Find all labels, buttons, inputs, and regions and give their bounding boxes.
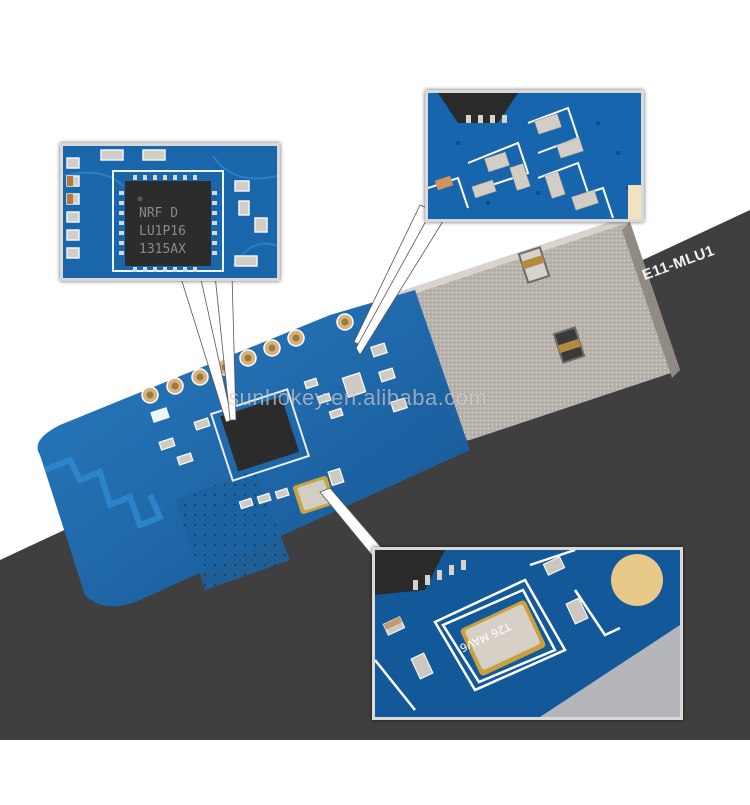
callout-lines [179, 204, 446, 566]
watermark-text: sunhokey.en.alibaba.com [228, 385, 488, 410]
chip-marking-line-1: NRF D [139, 206, 178, 221]
usb-connector [392, 216, 680, 445]
pcb-board [37, 290, 470, 607]
inset-chip-closeup: NRF D LU1P16 1315AX [60, 143, 280, 281]
crystal-closeup-svg: T26 MAV6 [375, 550, 680, 717]
chip-closeup-svg: NRF D LU1P16 1315AX [63, 146, 277, 278]
chip-marking-line-3: 1315AX [139, 242, 186, 257]
main-chip [209, 388, 311, 482]
crystal-oscillator [293, 475, 335, 515]
inset-passive-components-closeup [425, 90, 644, 222]
passives-closeup-svg [428, 93, 641, 219]
chip-marking-line-2: LU1P16 [139, 224, 186, 239]
inset-crystal-oscillator-closeup: T26 MAV6 [372, 547, 683, 720]
